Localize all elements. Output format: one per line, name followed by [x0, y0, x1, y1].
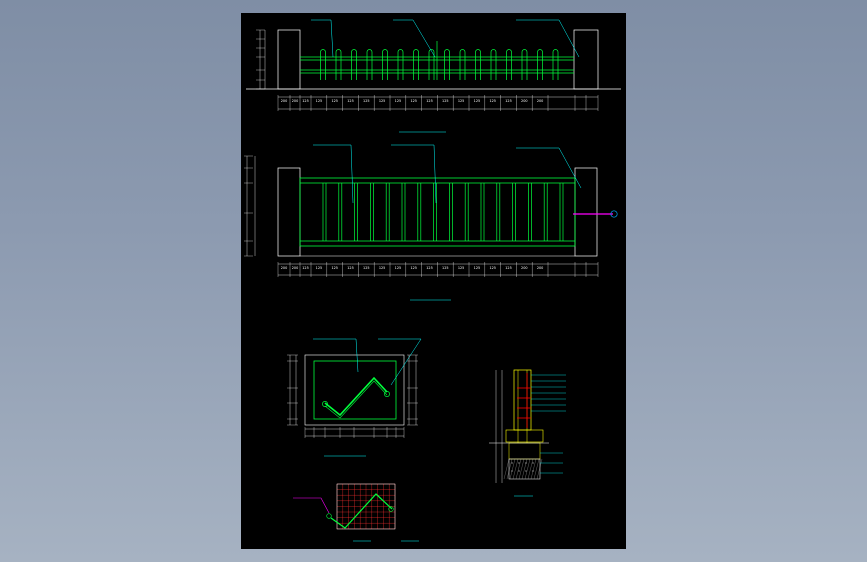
- decorative-panel-detail: [287, 338, 422, 457]
- dimension-label: 125: [426, 99, 432, 103]
- dimension-label: 125: [395, 99, 401, 103]
- post-left: [277, 167, 301, 257]
- cad-drawing-canvas: 200 200 125 125 125 125 125 125 125 125 125 125 125 1…: [244, 19, 621, 542]
- dimension-label: 125: [302, 266, 308, 270]
- dimension-label: 125: [410, 99, 416, 103]
- picket: [444, 49, 450, 80]
- picket: [382, 49, 388, 80]
- picket: [320, 49, 326, 80]
- picket: [351, 49, 357, 80]
- dimension-label: 200: [281, 266, 287, 270]
- ornament-grid-detail: [293, 483, 419, 542]
- post-section: [513, 369, 532, 431]
- dimension-label: 125: [379, 99, 385, 103]
- dimension-label: 125: [331, 266, 337, 270]
- fence-frame: [299, 177, 576, 247]
- dimension-label: 125: [316, 99, 322, 103]
- dimension-label: 200: [281, 99, 287, 103]
- dimension-label: 125: [347, 99, 353, 103]
- picket: [335, 49, 342, 80]
- post-section-detail: [489, 369, 566, 497]
- zigzag-ornament: [324, 376, 388, 417]
- post-right: [573, 29, 599, 90]
- dimension-label: 125: [505, 266, 511, 270]
- dimension-label: 125: [426, 266, 432, 270]
- setout-grid: [336, 483, 396, 529]
- dimension-label: 125: [474, 266, 480, 270]
- panel-outer: [304, 354, 405, 426]
- dimension-label: 125: [395, 266, 401, 270]
- dimension-label: 200: [537, 266, 543, 270]
- fence-pickets: [320, 41, 559, 80]
- post-left: [277, 29, 301, 90]
- dimension-label: 125: [489, 99, 495, 103]
- grid-ornament-curve: [330, 493, 393, 529]
- post-right: [574, 167, 598, 257]
- picket: [366, 49, 373, 80]
- dimension-label: 125: [458, 266, 464, 270]
- dimension-label: 200: [521, 266, 527, 270]
- dimension-label: 125: [442, 99, 448, 103]
- picket: [537, 49, 543, 80]
- panel-inner: [313, 360, 397, 420]
- picket: [413, 49, 419, 80]
- dimension-label: 200: [292, 99, 298, 103]
- dimension-label: 125: [458, 99, 464, 103]
- gravel-bed: [508, 458, 541, 480]
- dimension-label: 125: [505, 99, 511, 103]
- dimension-label: 125: [474, 99, 480, 103]
- section-symbol: [610, 210, 618, 218]
- dimension-label: 200: [521, 99, 527, 103]
- footing: [505, 429, 544, 443]
- picket: [521, 49, 528, 80]
- picket: [490, 49, 497, 80]
- fence-elevation-2: 200 200 125 125 125 125 125 125 125 125 125 125 125 1…: [244, 144, 618, 301]
- dimension-label: 125: [302, 99, 308, 103]
- dimension-label: 125: [442, 266, 448, 270]
- dimension-label: 125: [316, 266, 322, 270]
- picket: [552, 49, 559, 80]
- dimension-label: 125: [363, 266, 369, 270]
- dimension-label: 125: [379, 266, 385, 270]
- dimension-label: 125: [331, 99, 337, 103]
- dimension-label: 200: [537, 99, 543, 103]
- dimension-label: 125: [489, 266, 495, 270]
- foundation: [508, 442, 541, 460]
- fence-bars: [322, 183, 564, 241]
- dimension-label: 125: [410, 266, 416, 270]
- fence-elevation-1: 200 200 125 125 125 125 125 125 125 125 125 125 125 1…: [246, 19, 621, 133]
- dimension-label: 200: [292, 266, 298, 270]
- drawing-sheet: 200 200 125 125 125 125 125 125 125 125 125 125 125 1…: [241, 13, 626, 549]
- picket: [459, 49, 466, 80]
- picket: [475, 49, 481, 80]
- picket: [506, 49, 512, 80]
- picket: [397, 49, 404, 80]
- dimension-label: 125: [363, 99, 369, 103]
- dimension-label: 125: [347, 266, 353, 270]
- picket: [428, 49, 435, 80]
